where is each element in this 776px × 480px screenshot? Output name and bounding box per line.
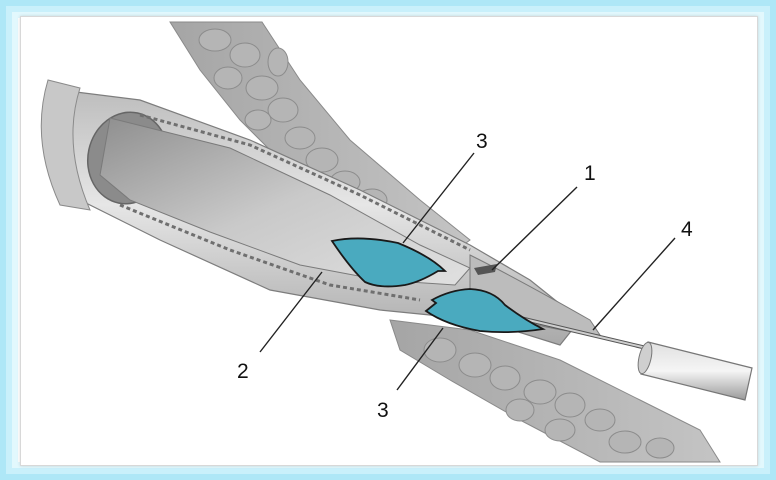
leader-line-1 [492,187,577,270]
callout-2: 2 [237,360,249,383]
callout-4: 4 [681,218,693,241]
callout-1: 1 [584,162,596,185]
callout-3-bottom: 3 [377,399,389,422]
callout-3-top: 3 [476,130,488,153]
leader-line-4 [593,238,675,330]
